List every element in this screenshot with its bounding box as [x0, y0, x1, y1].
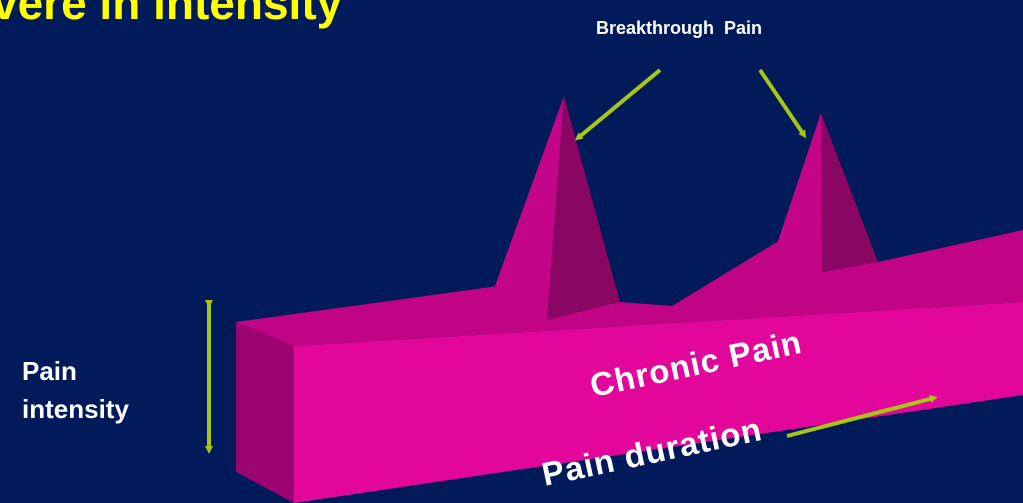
spike-2-left-face [777, 113, 822, 272]
breakthrough-arrow-1 [578, 70, 660, 138]
breakthrough-arrow-2 [760, 70, 804, 135]
pain-intensity-label: Pain intensity [22, 352, 129, 428]
pain-intensity-label-line1: Pain [22, 352, 129, 390]
spike-2-right-face [821, 113, 878, 272]
bar-left-face [236, 322, 294, 503]
pain-intensity-label-line2: intensity [22, 390, 129, 428]
